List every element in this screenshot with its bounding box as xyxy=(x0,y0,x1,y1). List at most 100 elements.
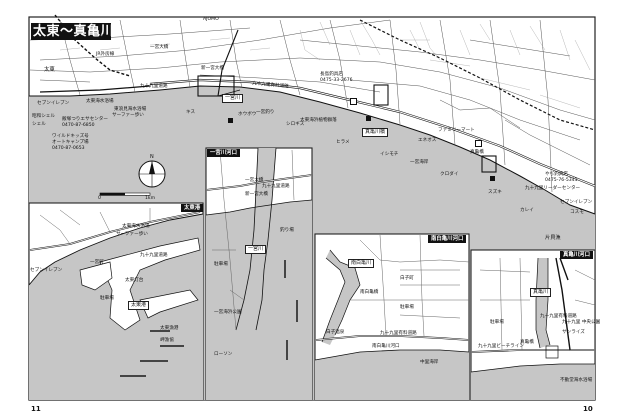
title-box xyxy=(31,23,111,40)
map-title: 太東〜真亀川 xyxy=(33,24,115,39)
label-kujukuri-road-1: 九十九里道路 xyxy=(140,84,168,89)
minami-inset-drawing xyxy=(314,234,470,400)
label-makamegawa-bridge: 真亀川橋 xyxy=(362,128,389,137)
page-number-left: 11 xyxy=(31,405,41,413)
label-wildkids: ワイルドキッズ号 xyxy=(52,134,89,139)
point-code: スズキ xyxy=(488,190,502,195)
makame-label-shop: 九十九里 中央公園 xyxy=(562,320,601,325)
ichinomiya-label-bridge1: 一宮大橋 xyxy=(245,178,264,183)
taito-label-store1: 一宮町 xyxy=(90,260,104,265)
ichinomiya-label-parking: 駐車場 xyxy=(214,262,228,267)
inset-tag-ichinomiya: 一宮川河口 xyxy=(207,149,240,157)
label-wildkids-phone: 0470-87-0653 xyxy=(52,146,85,151)
minami-label-road: 九十九里有料道路 xyxy=(380,331,417,336)
taito-label-store2: 太東灯台 xyxy=(125,278,144,283)
taito-label-marina: 太東港 xyxy=(128,301,150,310)
label-nagashima: 長島釣具店 xyxy=(320,72,343,77)
makame-label-center: サンライズ xyxy=(562,330,585,335)
makame-label-bypass: 九十九里ビーチライン xyxy=(478,344,524,349)
minami-label-river: 南白亀川 xyxy=(348,259,375,268)
coastline xyxy=(29,85,596,215)
label-ichinomiya-river: 一宮川 xyxy=(222,94,244,103)
inset-tag-makame: 真亀川河口 xyxy=(560,251,593,259)
label-makame-bridge: 真亀橋 xyxy=(470,150,484,155)
ichinomiya-label-lawson: ローソン xyxy=(214,352,233,357)
compass-rose xyxy=(138,160,166,188)
makame-label-bridge: 真亀橋 xyxy=(520,340,534,345)
label-shin-ichinomiya: 新一宮大橋 xyxy=(201,66,224,71)
makame-label-fish: 不動堂海水浴場 xyxy=(560,378,593,383)
shop-marker xyxy=(350,98,357,105)
label-jr: JR外房線 xyxy=(96,52,115,57)
fishing-spot-marker xyxy=(228,118,233,123)
minami-label-bridge: 南白亀橋 xyxy=(360,290,379,295)
ichinomiya-river-main xyxy=(217,29,239,97)
label-nagashima-phone: 0475-33-2676 xyxy=(320,78,353,83)
taito-inset-drawing xyxy=(28,208,204,400)
label-school-2: 一宮海岸 xyxy=(410,160,429,165)
scale-start: 0 xyxy=(98,196,101,201)
label-autocamp: オートキャンプ場 xyxy=(52,140,89,145)
taito-label-coast: 太東海水浴場 xyxy=(122,224,150,229)
label-town-top: 岬町 xyxy=(100,35,110,40)
fishing-spot-marker xyxy=(366,116,371,121)
road-network xyxy=(29,19,596,193)
ichinomiya-label-road: 九十九里道路 xyxy=(262,184,290,189)
minor-streets xyxy=(59,19,591,109)
scale-end: 1km xyxy=(145,196,156,201)
label-taito-beach: 太東海水浴場 xyxy=(86,99,114,104)
label-school: 太東海浜植物群落 xyxy=(300,118,337,123)
label-ajomo: AJOMO xyxy=(203,17,219,22)
makame-label-road: 九十九里有料道路 xyxy=(540,314,577,319)
label-seven-eleven-2: セブンイレブン xyxy=(560,200,593,205)
minami-label-parking: 駐車場 xyxy=(400,305,414,310)
ichinomiya-label-bridge2: 新一宮大橋 xyxy=(245,192,268,197)
point-code: ホウボウ xyxy=(238,112,257,117)
makame-label-lot: 駐車場 xyxy=(490,320,504,325)
makame-inset-drawing xyxy=(470,257,596,400)
point-code: キス xyxy=(186,110,196,115)
label-torami-beach: 東浪見海水浴場 xyxy=(114,107,147,112)
point-code: シロギス xyxy=(286,122,305,127)
minami-label-lot2: 南白亀川河口 xyxy=(372,344,400,349)
fishing-spot-marker xyxy=(490,176,495,181)
point-code: イシモチ xyxy=(380,152,399,157)
scale-bar xyxy=(99,192,151,196)
taito-label-seven: セブンイレブン xyxy=(30,268,63,273)
ichinomiya-label-park: 一宮海浜公園 xyxy=(214,310,242,315)
label-yachiyo: やぢ釣具店 xyxy=(545,172,568,177)
label-showa-shell: 昭和シェル xyxy=(32,114,55,119)
taito-label-shop: 岬漁協 xyxy=(160,338,174,343)
label-cosmo: コスモ xyxy=(570,210,584,215)
ichinomiya-label-river: 一宮川 xyxy=(245,245,267,254)
shop-marker xyxy=(475,140,482,147)
label-taito: 太東 xyxy=(44,67,55,73)
label-iizuka-phone: 0470-87-6850 xyxy=(62,123,95,128)
label-katagai: 片貝漁 xyxy=(545,235,561,241)
label-kujukuri-center: 九十九里リーダーセンター xyxy=(525,186,581,191)
label-surfer-walk: サーファー歩い xyxy=(112,113,144,118)
ichinomiya-inset-drawing xyxy=(205,147,313,400)
page-number-right: 10 xyxy=(583,405,593,413)
minami-label-school: 白子町 xyxy=(400,276,414,281)
inset-marker-minami-shirakame xyxy=(373,84,389,106)
label-eneos: エネオス xyxy=(418,138,437,143)
label-ichinomiya-tsuri: 一宮釣り xyxy=(256,110,275,115)
taito-label-break1: 太東漁港 xyxy=(160,326,179,331)
taito-label-surf: サーファー歩い xyxy=(116,232,148,237)
point-code: ヒラメ xyxy=(336,140,350,145)
minami-label-hotel: 白子温泉 xyxy=(326,330,345,335)
label-shell: シェル xyxy=(32,122,46,127)
label-daiichi-bridge: 一宮大橋 xyxy=(150,45,169,50)
taito-label-kujukuri: 九十九里道路 xyxy=(140,253,168,258)
point-code: クロダイ xyxy=(440,172,459,177)
taito-label-lot: 駐車場 xyxy=(100,296,114,301)
inset-marker-makame xyxy=(481,155,497,173)
label-yachiyo-phone: 0475-76-5341 xyxy=(545,178,578,183)
inset-marker-ichinomiya xyxy=(197,75,235,97)
inset-tag-minami: 南白亀川河口 xyxy=(428,235,467,243)
minami-label-beach: 中里海岸 xyxy=(420,360,439,365)
label-seven-eleven-1: セブンイレブン xyxy=(37,101,70,106)
